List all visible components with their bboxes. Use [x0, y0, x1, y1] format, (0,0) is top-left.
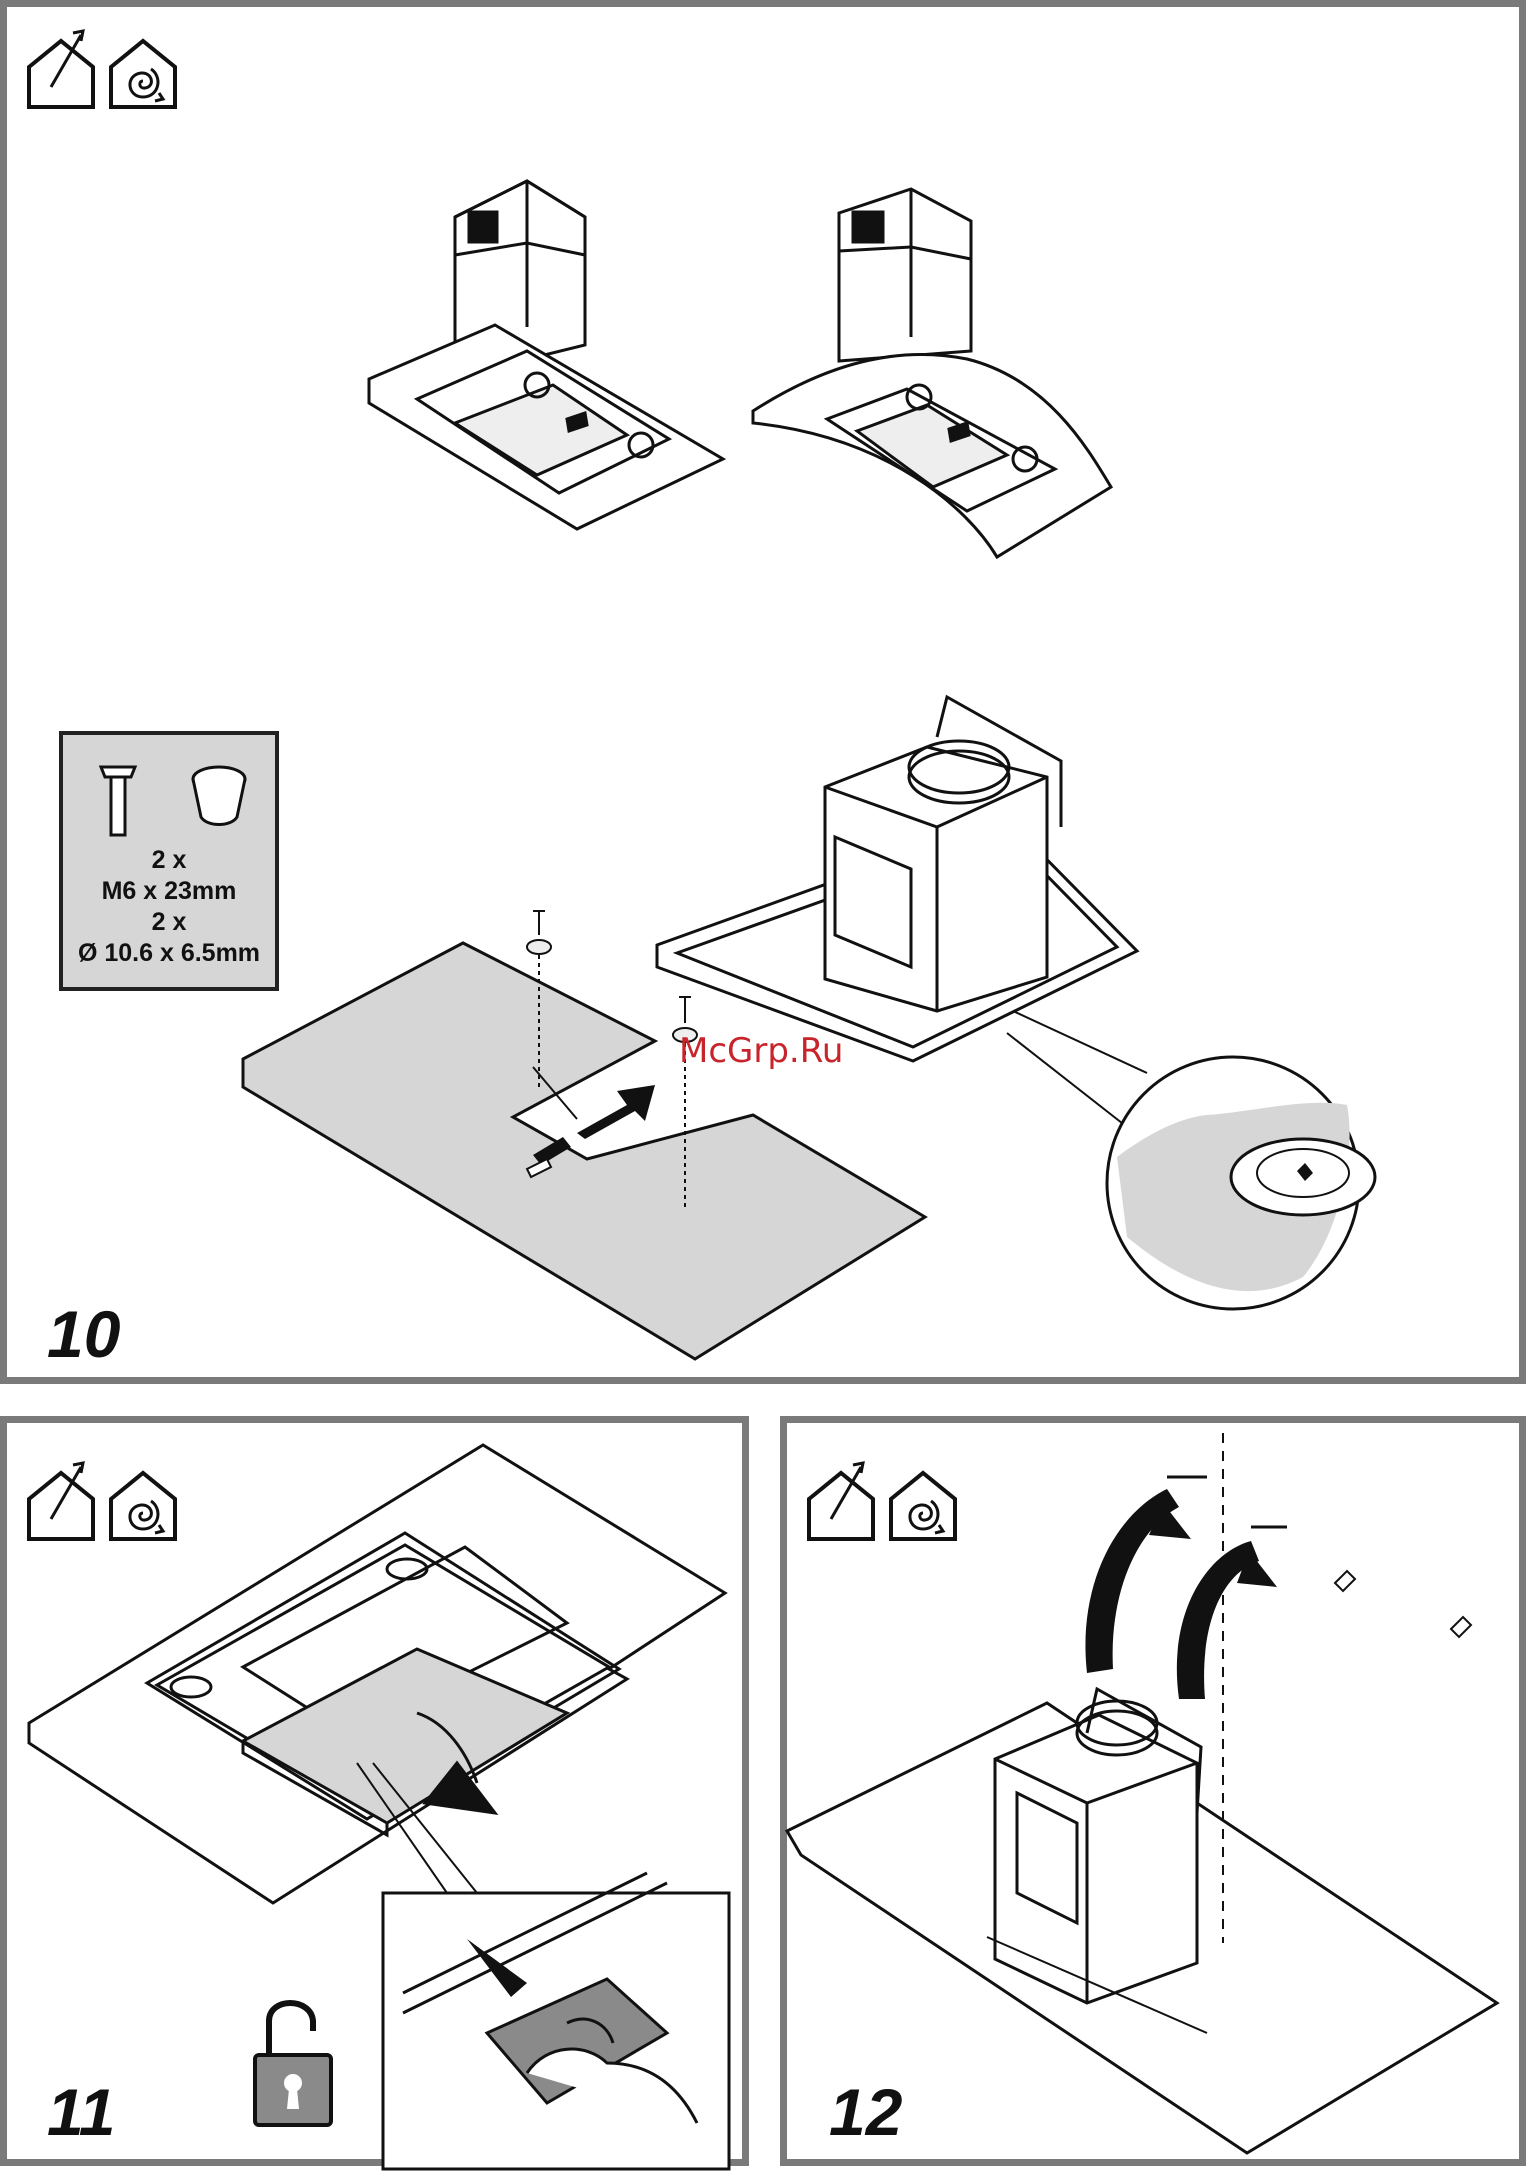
motor-unit-illustration: [657, 697, 1137, 1061]
detail-zoom-circle: [1007, 1011, 1375, 1309]
parts-qty-1: 2 x: [63, 845, 275, 876]
screw-and-spacer-icon: [89, 757, 269, 837]
parts-screw-size: M6 x 23mm: [63, 876, 275, 907]
parts-spacer-size: Ø 10.6 x 6.5mm: [63, 938, 275, 969]
step-number: 11: [47, 2079, 116, 2145]
parts-box: 2 x M6 x 23mm 2 x Ø 10.6 x 6.5mm: [59, 731, 279, 991]
mounting-arrows: [1085, 1477, 1471, 1699]
step-number: 12: [829, 2079, 902, 2145]
detail-inset: [383, 1873, 729, 2169]
step-number: 10: [47, 1301, 120, 1367]
step-10-panel: 2 x M6 x 23mm 2 x Ø 10.6 x 6.5mm McGrp.R…: [0, 0, 1526, 1384]
hood-curved-illustration: [753, 189, 1111, 557]
motor-install-illustration: [787, 1423, 1526, 2173]
filter-removal-illustration: [7, 1423, 756, 2173]
hood-illustrations: [7, 7, 1526, 1391]
open-padlock-icon: [251, 1985, 337, 2129]
hood-flat-illustration: [369, 181, 723, 529]
parts-qty-2: 2 x: [63, 907, 275, 938]
step-11-panel: 11: [0, 1416, 749, 2166]
step-12-panel: 12: [780, 1416, 1526, 2166]
watermark: McGrp.Ru: [679, 1031, 843, 1071]
